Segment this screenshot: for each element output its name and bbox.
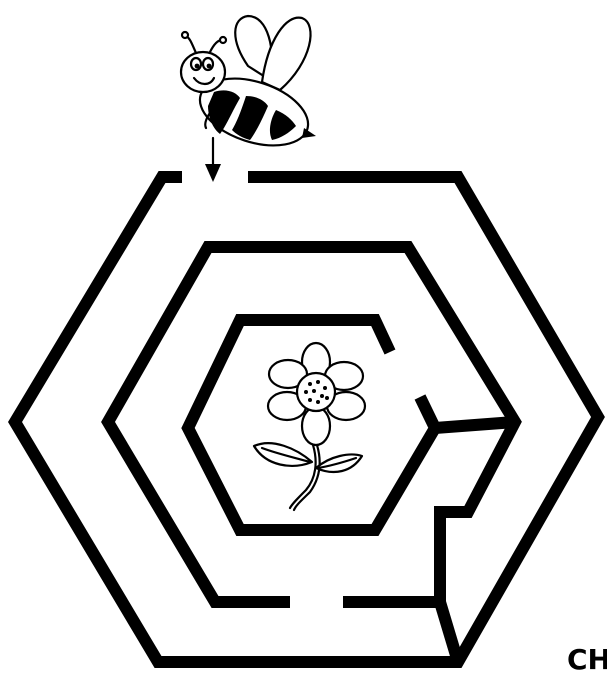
middle-wall-main — [101, 241, 522, 608]
maze-walls — [8, 171, 605, 668]
flower-icon — [252, 341, 367, 512]
caption-text: CH — [567, 643, 607, 676]
outer-wall-right — [165, 171, 605, 668]
inner-wall-main — [181, 314, 442, 536]
inner-wall-spur — [434, 416, 516, 434]
bee-icon — [179, 14, 316, 147]
middle-wall-spur-outer — [434, 600, 464, 664]
outer-wall-left — [8, 171, 182, 668]
arrow-down-icon — [205, 136, 221, 182]
